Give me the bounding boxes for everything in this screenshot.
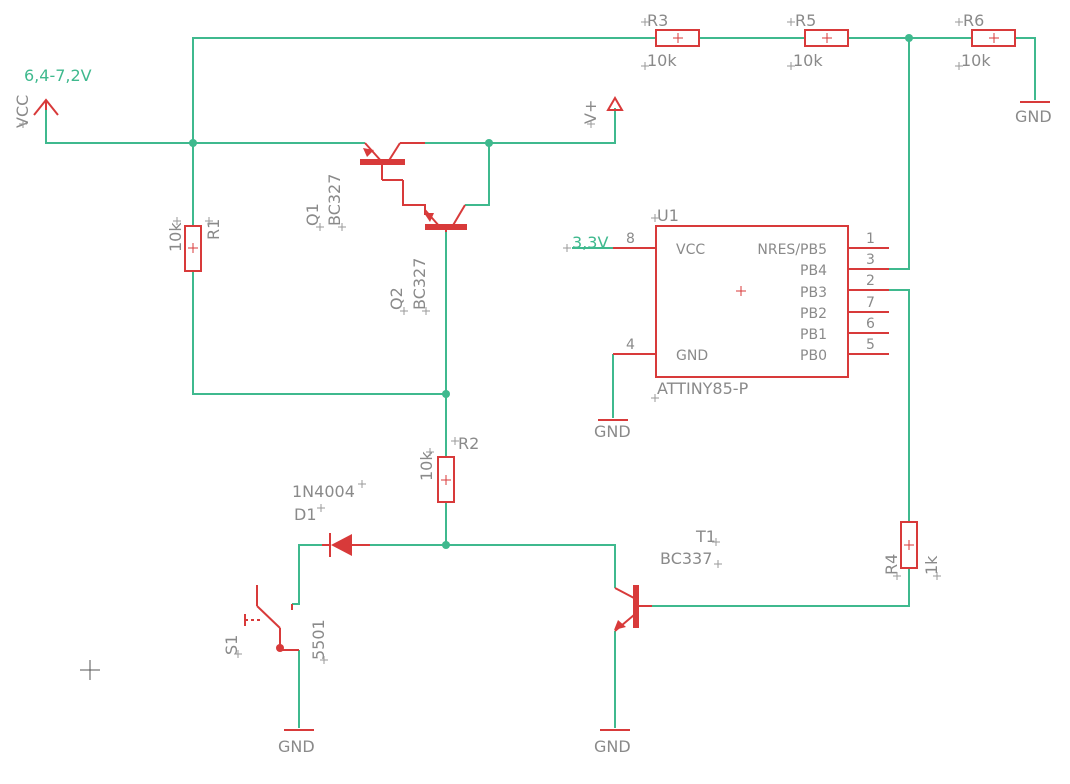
gnd-label: GND xyxy=(594,422,631,441)
q1-name: Q1 xyxy=(303,203,322,226)
q1-value: BC327 xyxy=(325,174,344,226)
mcu-u1[interactable]: U1 ATTINY85-P 8 VCC 4 GND 1 NRES/PB5 3 P… xyxy=(613,206,889,402)
s1-name: S1 xyxy=(222,635,241,655)
pin-pb0-number: 5 xyxy=(866,337,875,353)
vplus-name-label: V+ xyxy=(581,100,600,124)
s1-value: 5501 xyxy=(309,619,328,660)
pin-pb1-label: PB1 xyxy=(800,327,827,343)
d1-value: 1N4004 xyxy=(292,482,355,501)
wire-t1-base xyxy=(652,568,910,607)
junction xyxy=(905,34,913,42)
wire-q2-collector xyxy=(465,143,490,206)
r6-value: 10k xyxy=(961,51,991,70)
r4-value: 1k xyxy=(922,555,941,575)
pin-vcc-number: 8 xyxy=(626,231,635,247)
wires xyxy=(45,37,1036,728)
pin-gnd-number: 4 xyxy=(626,337,635,353)
gnd-label: GND xyxy=(278,737,315,756)
transistor-q1[interactable]: Q1 BC327 xyxy=(303,142,426,231)
r5-value: 10k xyxy=(793,51,823,70)
wire-top-rail xyxy=(192,37,655,143)
u1-name: U1 xyxy=(657,206,679,225)
pin-pb3-number: 2 xyxy=(866,273,875,289)
gnd-label: GND xyxy=(594,737,631,756)
r2-value: 10k xyxy=(417,451,436,481)
d1-name: D1 xyxy=(294,505,317,524)
mcu-supply-net: 3,3V xyxy=(563,233,608,252)
transistor-t1[interactable]: T1 BC337 xyxy=(614,527,722,632)
junction xyxy=(442,541,450,549)
wire-r6-gnd xyxy=(1015,37,1036,100)
wire-vcc-rail xyxy=(45,108,365,144)
resistor-r6[interactable]: R6 10k xyxy=(955,11,1016,70)
wire-t1-collector xyxy=(370,544,616,588)
pin-pb2-label: PB2 xyxy=(800,306,827,322)
wire-r4-pb3 xyxy=(889,289,910,522)
resistor-r3[interactable]: R3 10k xyxy=(641,11,700,70)
vcc-supply-symbol[interactable]: 6,4-7,2V VCC xyxy=(13,66,92,128)
r5-name: R5 xyxy=(795,11,816,30)
resistor-r4[interactable]: R4 1k xyxy=(882,521,941,580)
pin-pb1-number: 6 xyxy=(866,316,875,332)
vcc-name-label: VCC xyxy=(13,95,32,128)
pin-pb4-number: 3 xyxy=(866,252,875,268)
resistor-r1[interactable]: 10k R1 xyxy=(166,217,223,272)
crosshair-cursor-icon xyxy=(80,660,100,680)
t1-value: BC337 xyxy=(660,549,712,568)
pin-gnd-label: GND xyxy=(676,348,708,364)
vplus-supply-symbol[interactable]: V+ xyxy=(581,96,624,128)
r4-name: R4 xyxy=(882,554,901,575)
diode-d1[interactable]: 1N4004 D1 xyxy=(292,480,370,557)
mcu-supply-label: 3,3V xyxy=(572,233,608,252)
resistor-r5[interactable]: R5 10k xyxy=(787,11,849,70)
pin-pb5-label: NRES/PB5 xyxy=(757,242,827,258)
transistor-q2[interactable]: Q2 BC327 xyxy=(387,204,467,315)
r3-value: 10k xyxy=(647,51,677,70)
r3-name: R3 xyxy=(647,11,668,30)
gnd-symbol-t1[interactable]: GND xyxy=(594,729,631,756)
q2-name: Q2 xyxy=(387,287,406,310)
gnd-symbol-mcu[interactable]: GND xyxy=(594,419,631,441)
switch-s1[interactable]: S1 5501 xyxy=(222,585,328,664)
gnd-symbol-s1[interactable]: GND xyxy=(278,729,315,756)
pin-pb0-label: PB0 xyxy=(800,348,827,364)
wire-divider-pb4 xyxy=(889,38,910,270)
pin-pb3-label: PB3 xyxy=(800,285,827,301)
r2-name: R2 xyxy=(458,434,479,453)
gnd-symbol-r6[interactable]: GND xyxy=(1015,101,1052,126)
junction xyxy=(189,139,197,147)
junction xyxy=(485,139,493,147)
u1-value: ATTINY85-P xyxy=(657,379,749,398)
r1-value: 10k xyxy=(166,222,185,252)
pin-pb4-label: PB4 xyxy=(800,263,827,279)
r6-name: R6 xyxy=(963,11,984,30)
wire-r1-bottom xyxy=(192,272,446,395)
q2-value: BC327 xyxy=(410,258,429,310)
wire-d1-switch xyxy=(292,544,322,605)
junction xyxy=(442,390,450,398)
pin-pb5-number: 1 xyxy=(866,231,875,247)
pin-pb2-number: 7 xyxy=(866,295,875,311)
gnd-label: GND xyxy=(1015,107,1052,126)
junctions xyxy=(189,34,913,549)
t1-name: T1 xyxy=(695,527,716,546)
pin-vcc-label: VCC xyxy=(676,242,705,258)
vcc-value-label: 6,4-7,2V xyxy=(24,66,92,85)
r1-name: R1 xyxy=(204,219,223,240)
resistor-r2[interactable]: 10k R2 xyxy=(417,434,479,503)
